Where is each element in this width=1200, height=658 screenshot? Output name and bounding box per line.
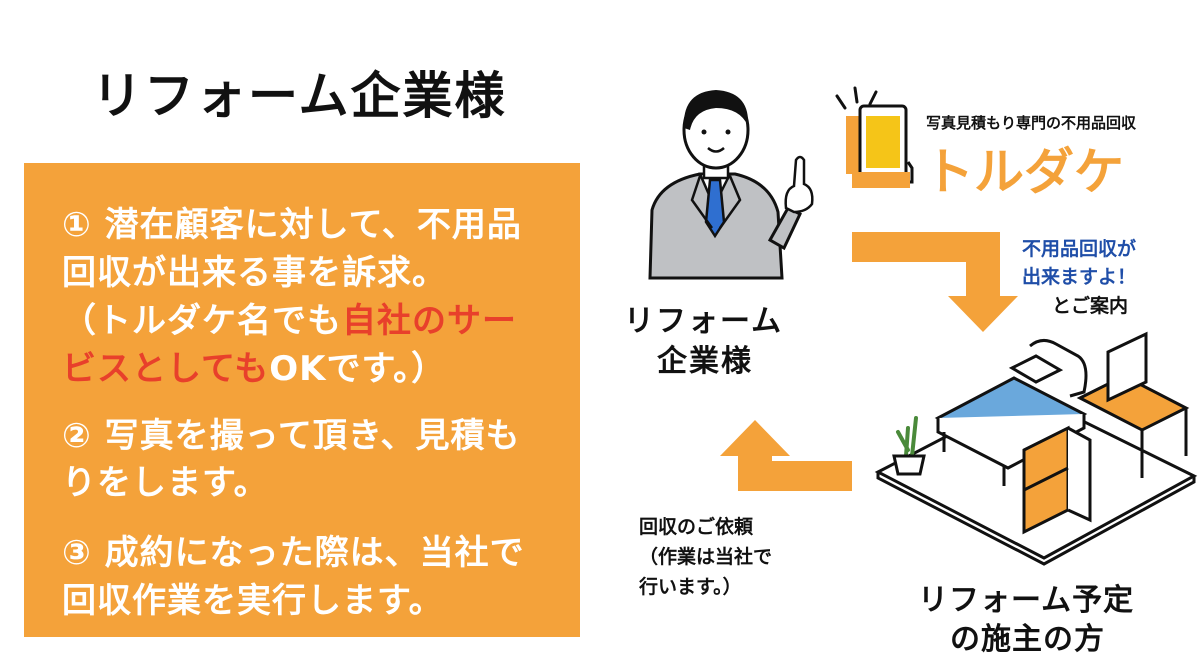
request-line1: 回収のご依頼 — [639, 516, 754, 538]
step1-line4: ビスとしてもOKです。） — [62, 341, 446, 390]
brand-tagline: 写真見積もり専門の不用品回収 — [926, 114, 1137, 132]
step1-line1: ① 潜在顧客に対して、不用品 — [62, 205, 522, 245]
step2-line2: りをします。 — [62, 463, 269, 503]
customer-label-line1: リフォーム予定 — [918, 583, 1135, 618]
notice-line1: 不用品回収が — [1022, 238, 1137, 260]
smartphone-icon — [835, 86, 914, 188]
step1-line3-highlight: 自社のサー — [342, 301, 517, 341]
company-label-line1: リフォーム — [624, 304, 784, 339]
notice-line3: とご案内 — [1052, 295, 1129, 317]
step1-line2: 回収が出来る事を訴求。 — [62, 253, 447, 293]
step1-line4-text: OKです。） — [269, 349, 447, 389]
step1-line4-highlight: ビスとしても — [62, 349, 270, 389]
businessman-icon — [648, 90, 814, 280]
step3-line1: ③ 成約になった際は、当社で — [62, 533, 525, 573]
request-line3: 行います。） — [639, 576, 742, 598]
step1-line3: （トルダケ名でも自社のサー — [62, 293, 517, 342]
request-line2: （作業は当社で — [639, 546, 773, 568]
company-label-line2: 企業様 — [657, 344, 753, 379]
step2-line1: ② 写真を撮って頂き、見積も — [62, 416, 521, 456]
step1-line3-text: （トルダケ名でも — [62, 301, 342, 341]
arrow-down-icon — [852, 232, 1018, 332]
arrow-up-icon — [720, 420, 852, 491]
brand-name: トルダケ — [924, 143, 1124, 201]
customer-label-line2: の施主の方 — [950, 622, 1105, 657]
bedroom-icon — [874, 331, 1198, 566]
info-box: ① 潜在顧客に対して、不用品 回収が出来る事を訴求。 （トルダケ名でも自社のサー… — [24, 163, 580, 637]
step3-line2: 回収作業を実行します。 — [62, 581, 444, 621]
notice-line2: 出来ますよ！ — [1022, 266, 1137, 288]
page-title: リフォーム企業様 — [92, 67, 507, 125]
